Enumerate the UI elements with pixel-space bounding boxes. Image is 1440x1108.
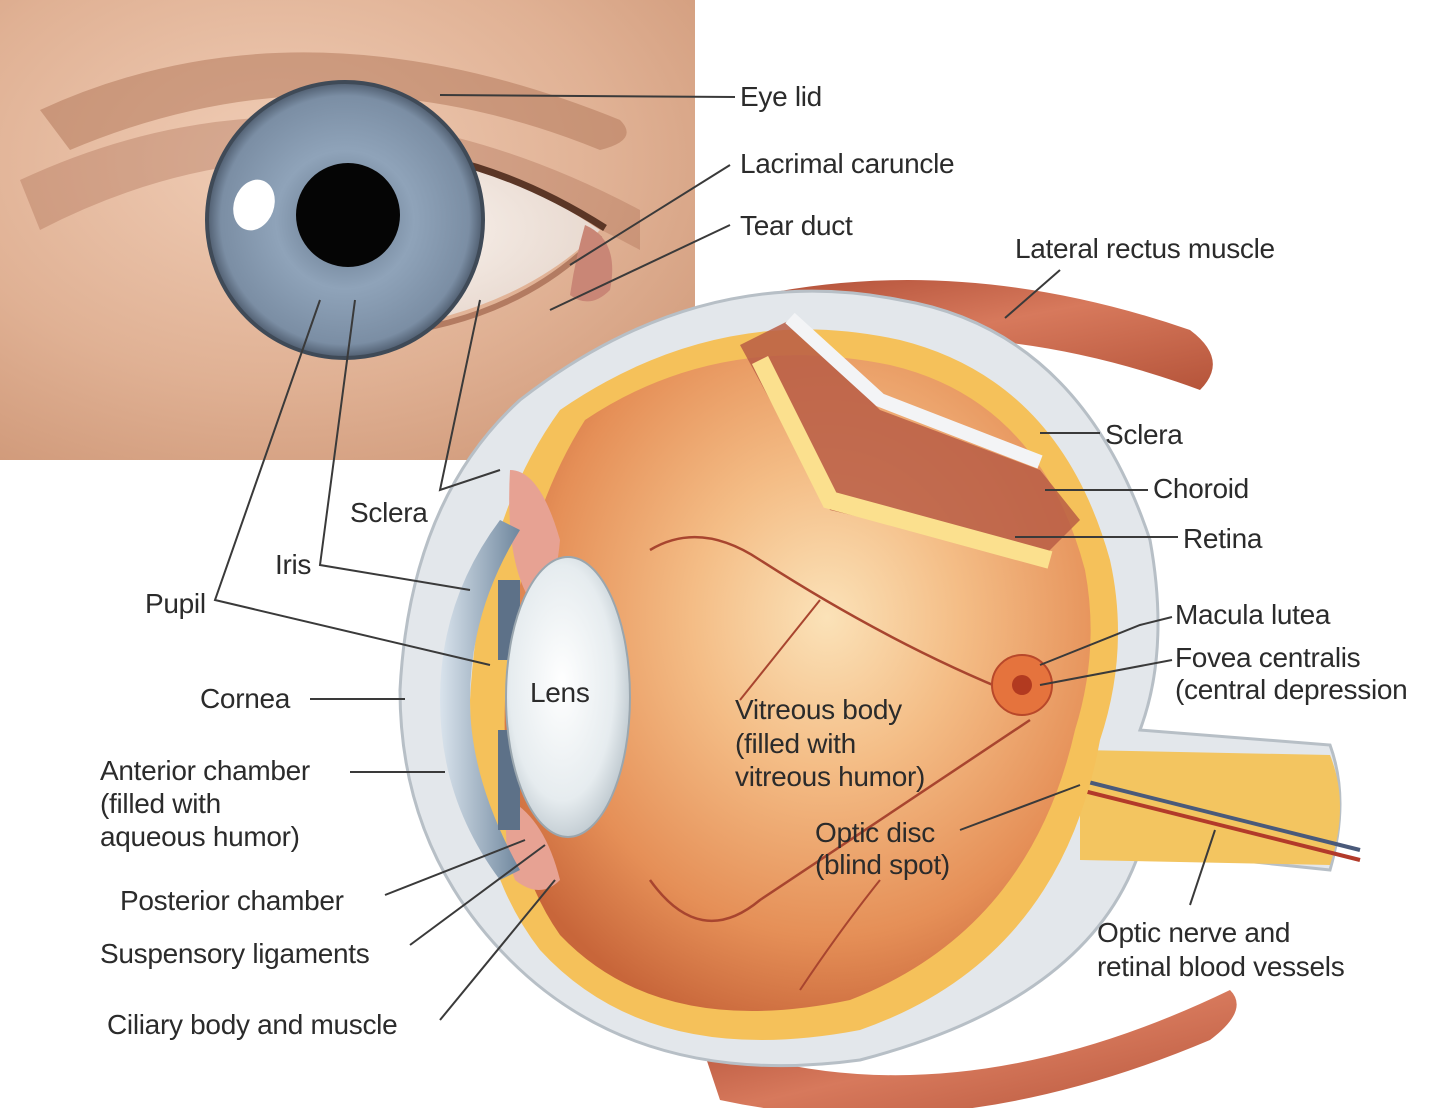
leader-lines [213,94,1216,1021]
label-tear-duct: Tear duct [740,210,853,241]
label-anterior-chamber: Anterior chamber [100,755,310,786]
label-retina: Retina [1183,523,1263,554]
label-retinal-blood-vessels: retinal blood vessels [1097,951,1345,982]
label-vitreous-filled-with: (filled with [735,728,856,759]
label-eye-lid: Eye lid [740,81,822,112]
label-posterior-chamber: Posterior chamber [120,885,344,916]
label-blind-spot: (blind spot) [815,849,950,880]
label-sclera-left: Sclera [350,497,428,528]
label-vitreous-body: Vitreous body [735,694,902,725]
label-optic-nerve: Optic nerve and [1097,917,1291,948]
label-vitreous-humor: vitreous humor) [735,761,926,792]
label-macula-lutea: Macula lutea [1175,599,1331,630]
label-sclera-right: Sclera [1105,419,1183,450]
medial-rectus-muscle [700,990,1237,1108]
label-pupil: Pupil [145,588,206,619]
label-iris: Iris [275,549,312,580]
label-cornea: Cornea [200,683,291,714]
label-lacrimal-caruncle: Lacrimal caruncle [740,148,955,179]
label-suspensory-ligaments: Suspensory ligaments [100,938,370,969]
label-lateral-rectus-muscle: Lateral rectus muscle [1015,233,1275,264]
label-optic-disc: Optic disc [815,817,935,848]
label-choroid: Choroid [1153,473,1249,504]
eyeball-cross-section [398,289,1361,1068]
label-fovea-centralis: Fovea centralis [1175,642,1361,673]
label-ciliary-body: Ciliary body and muscle [107,1009,398,1040]
label-aqueous-humor: aqueous humor) [100,821,300,852]
label-lens: Lens [530,677,590,708]
external-eye-photo [0,0,695,460]
label-fovea-central-depression: (central depression [1175,674,1408,705]
label-anterior-filled-with: (filled with [100,788,221,819]
